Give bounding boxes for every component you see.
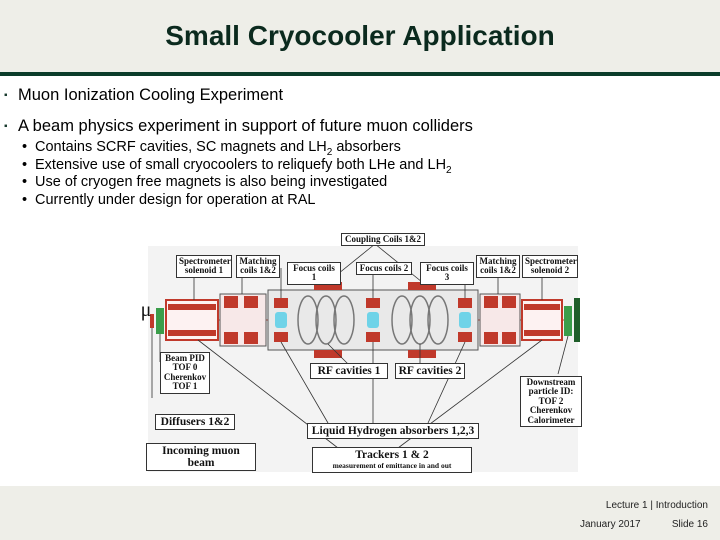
sub-bullet-2: • Extensive use of small cryocoolers to r… — [22, 157, 452, 175]
rf-cavity — [297, 295, 319, 345]
title-bar — [0, 0, 720, 72]
lh2-absorber-3 — [459, 312, 471, 328]
focus-coil-2 — [366, 332, 380, 342]
label-line: Downstream — [526, 377, 576, 387]
label-line: measurement of emittance in and out — [332, 461, 452, 471]
label-rf-cavities-1: RF cavities 1 — [310, 363, 388, 380]
sub-bullet-list: • Contains SCRF cavities, SC magnets and … — [22, 139, 452, 209]
footer-bar — [0, 486, 720, 540]
label-focus-coils-3: Focus coils 3 — [420, 262, 474, 285]
magnet-coil — [168, 330, 216, 336]
label-rf-cavities-2: RF cavities 2 — [395, 363, 465, 380]
label-line: coils 1&2 — [240, 265, 276, 276]
sub-bullet-4: • Currently under design for operation at… — [22, 192, 452, 210]
coupling-coil-2 — [408, 282, 436, 290]
coupling-coil-2 — [408, 350, 436, 358]
label-line: coils 1&2 — [480, 265, 516, 276]
sub-bullet-text: Extensive use of small cryocoolers to re… — [35, 156, 447, 173]
rf-cavity — [427, 295, 449, 345]
footer-date: January 2017 — [580, 519, 641, 530]
focus-coil-3 — [458, 332, 472, 342]
magnet-coil — [524, 330, 560, 336]
footer-lecture: Lecture 1 | Introduction — [605, 500, 708, 511]
label-line: Trackers 1 & 2 — [355, 449, 429, 461]
magnet-coil — [484, 296, 498, 308]
label-lh2-absorbers: Liquid Hydrogen absorbers 1,2,3 — [307, 423, 479, 440]
bullet-text: A beam physics experiment in support of … — [18, 117, 473, 135]
label-incoming-beam: Incoming muon beam — [146, 443, 256, 472]
label-line: solenoid 2 — [530, 265, 570, 276]
label-line: Calorimeter — [527, 414, 575, 425]
mu-symbol: μ — [140, 299, 152, 321]
label-coupling-coils: Coupling Coils 1&2 — [341, 233, 425, 247]
footer-slide-number: Slide 16 — [671, 519, 708, 530]
sub-bullet-1: • Contains SCRF cavities, SC magnets and … — [22, 139, 452, 157]
bullet-mice: ▪ Muon Ionization Cooling Experiment — [4, 86, 283, 105]
sub-bullet-3: • Use of cryogen free magnets is also bei… — [22, 174, 452, 192]
label-line: TOF 1 — [172, 381, 198, 392]
label-line: Matching — [239, 256, 277, 266]
label-line: Cherenkov — [529, 405, 573, 416]
bullet-beam-physics: ▪ A beam physics experiment in support of… — [4, 117, 473, 136]
subscript: 2 — [326, 146, 333, 158]
sub-bullet-text: Use of cryogen free magnets is also bein… — [35, 174, 388, 190]
square-bullet-icon: ▪ — [4, 90, 8, 101]
magnet-coil — [224, 332, 238, 344]
focus-coil-1 — [274, 332, 288, 342]
focus-coil-1 — [274, 298, 288, 308]
slide-title: Small Cryocooler Application — [165, 20, 555, 51]
lh2-absorber-2 — [367, 312, 379, 328]
label-line: particle ID: — [528, 386, 574, 397]
coupling-coil-1 — [314, 282, 342, 290]
title-divider — [0, 72, 720, 76]
downstream-detector — [564, 306, 572, 336]
magnet-coil — [524, 304, 560, 310]
focus-coil-3 — [458, 298, 472, 308]
label-line: Spectrometer — [179, 256, 231, 266]
sub-bullet-text: Contains SCRF cavities, SC magnets and L… — [35, 139, 327, 155]
magnet-coil — [484, 332, 498, 344]
magnet-coil — [502, 296, 516, 308]
label-line: TOF 2 — [538, 395, 564, 406]
diffuser — [150, 314, 154, 328]
upstream-detector — [156, 308, 164, 334]
focus-coil-2 — [366, 298, 380, 308]
magnet-coil — [502, 332, 516, 344]
calorimeter — [574, 298, 580, 342]
rf-cavity — [391, 295, 413, 345]
label-line: Beam PID — [165, 353, 205, 363]
magnet-coil — [224, 296, 238, 308]
magnet-coil — [244, 332, 258, 344]
dot-bullet-icon: • — [22, 191, 28, 208]
label-focus-coils-1: Focus coils 1 — [287, 262, 341, 285]
square-bullet-icon: ▪ — [4, 121, 8, 132]
coupling-coil-1 — [314, 350, 342, 358]
rf-cavity — [333, 295, 355, 345]
label-line: Cherenkov — [163, 371, 207, 382]
dot-bullet-icon: • — [22, 156, 28, 173]
label-line: solenoid 1 — [184, 265, 224, 276]
lh2-absorber-1 — [275, 312, 287, 328]
dot-bullet-icon: • — [22, 174, 28, 190]
label-diffusers: Diffusers 1&2 — [155, 414, 235, 431]
dot-bullet-icon: • — [22, 139, 28, 155]
label-line: TOF 0 — [172, 362, 198, 373]
label-focus-coils-2: Focus coils 2 — [356, 262, 412, 276]
sub-bullet-text: Currently under design for operation at … — [35, 191, 316, 208]
bullet-text: Muon Ionization Cooling Experiment — [18, 86, 284, 104]
label-line: Spectrometer — [525, 256, 577, 266]
subscript: 2 — [446, 164, 452, 176]
rf-cavity — [315, 295, 337, 345]
sub-bullet-text: absorbers — [332, 139, 401, 155]
magnet-coil — [168, 304, 216, 310]
magnet-coil — [244, 296, 258, 308]
label-line: Matching — [479, 256, 517, 266]
